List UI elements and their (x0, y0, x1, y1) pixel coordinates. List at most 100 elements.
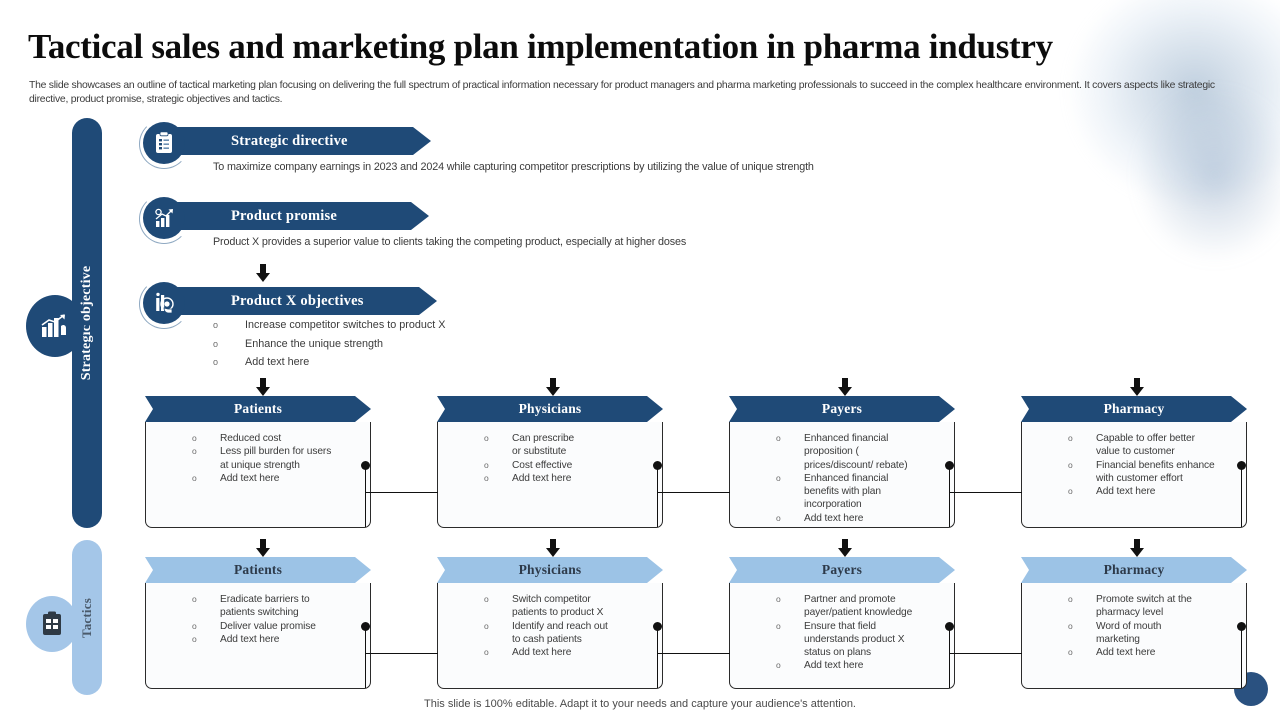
card-objective-payers-header[interactable]: Payers (729, 396, 955, 422)
bullet-icon: o (776, 512, 781, 523)
background-glow-decoration (1030, 0, 1280, 240)
card-objective-physicians-header[interactable]: Physicians (437, 396, 663, 422)
list-item-label: Partner and promote payer/patient knowle… (804, 594, 913, 619)
down-arrow-icon (256, 378, 270, 396)
connector-line-vertical (1241, 465, 1243, 527)
card-tactic-payers-header[interactable]: Payers (729, 557, 955, 583)
down-arrow-icon (1130, 539, 1144, 557)
bullet-icon: o (776, 472, 781, 483)
down-arrow-icon (838, 539, 852, 557)
list-item-label: Add text here (245, 356, 310, 368)
list-item-label: Can prescribe or substitute (512, 433, 575, 458)
footer-note: This slide is 100% editable. Adapt it to… (424, 698, 856, 710)
list-item: o Enhanced financial benefits with plan i… (776, 472, 946, 512)
connector-line-vertical (657, 626, 659, 688)
bar-chart-growth-icon (26, 295, 84, 357)
list-item-label: Reduced cost (220, 433, 282, 444)
card-objective-payers-title: Payers (821, 401, 863, 416)
bullet-icon: o (1068, 486, 1073, 497)
connector-line-horizontal (365, 653, 438, 655)
chevron-right-icon (656, 557, 672, 583)
section-product-promise-description: Product X provides a superior value to c… (213, 236, 687, 248)
bullet-icon: o (776, 660, 781, 671)
list-item-label: Enhance the unique strength (245, 337, 384, 350)
connector-line-vertical (949, 465, 951, 527)
card-tactic-pharmacy-header[interactable]: Pharmacy (1021, 557, 1247, 583)
card-tactic-patients-title: Patients (233, 562, 283, 577)
connector-line-horizontal (657, 492, 730, 494)
connector-line-vertical (365, 626, 367, 688)
bullet-icon: o (1068, 647, 1073, 658)
chevron-right-icon (1240, 396, 1256, 422)
list-item: o Add text here (776, 512, 946, 525)
page-subtitle: The slide showcases an outline of tactic… (29, 80, 1215, 105)
list-item-label: Add text here (804, 512, 864, 524)
list-item-label: Increase competitor switches to product … (245, 319, 446, 331)
card-objective-physicians-title: Physicians (518, 401, 582, 416)
card-tactic-pharmacy-title: Pharmacy (1103, 562, 1165, 577)
list-item-label: Enhanced financial proposition ( prices/… (804, 433, 908, 471)
bullet-icon: o (1068, 620, 1073, 631)
list-item-label: Eradicate barriers to patients switching (220, 594, 310, 619)
chevron-right-icon (656, 396, 672, 422)
connector-line-vertical (949, 626, 951, 688)
clipboard-checklist-icon (139, 119, 189, 169)
bullet-icon: o (192, 446, 197, 457)
bullet-icon: o (776, 620, 781, 631)
bullet-icon: o (1068, 433, 1073, 443)
bullet-icon: o (484, 620, 489, 631)
list-item-label: Enhanced financial benefits with plan in… (804, 472, 889, 511)
connector-line-vertical (657, 465, 659, 527)
bullet-icon: o (192, 472, 197, 483)
list-item-label: Add text here (512, 472, 572, 484)
chevron-right-icon (364, 396, 380, 422)
card-tactic-payers-title: Payers (821, 562, 863, 577)
section-product-promise-banner[interactable]: Product promise (167, 202, 429, 230)
section-product-promise-label: Product promise (231, 207, 337, 224)
down-arrow-icon (1130, 378, 1144, 396)
bullet-icon: o (484, 472, 489, 483)
section-strategic-directive-banner[interactable]: Strategic directive (167, 127, 431, 155)
list-item: o Enhance the unique strength (213, 335, 445, 354)
section-product-x-objectives-banner[interactable]: Product X objectives (167, 287, 437, 315)
list-item-label: Add text here (512, 647, 572, 659)
chevron-right-icon (948, 557, 964, 583)
page-title: Tactical sales and marketing plan implem… (28, 27, 1053, 66)
card-tactic-patients-header[interactable]: Patients (145, 557, 371, 583)
bullet-icon: o (213, 338, 219, 349)
list-item-label: Word of mouth marketing (1096, 620, 1162, 645)
connector-line-vertical (365, 465, 367, 527)
section-strategic-directive-description: To maximize company earnings in 2023 and… (213, 161, 814, 173)
chevron-right-icon (1240, 557, 1256, 583)
connector-line-horizontal (657, 653, 730, 655)
card-objective-patients-header[interactable]: Patients (145, 396, 371, 422)
card-objective-pharmacy-header[interactable]: Pharmacy (1021, 396, 1247, 422)
connector-line-horizontal (949, 653, 1022, 655)
connector-line-vertical (1241, 626, 1243, 688)
chevron-right-icon (364, 557, 380, 583)
card-tactic-physicians-header[interactable]: Physicians (437, 557, 663, 583)
down-arrow-icon (546, 539, 560, 557)
bullet-icon: o (484, 647, 489, 658)
